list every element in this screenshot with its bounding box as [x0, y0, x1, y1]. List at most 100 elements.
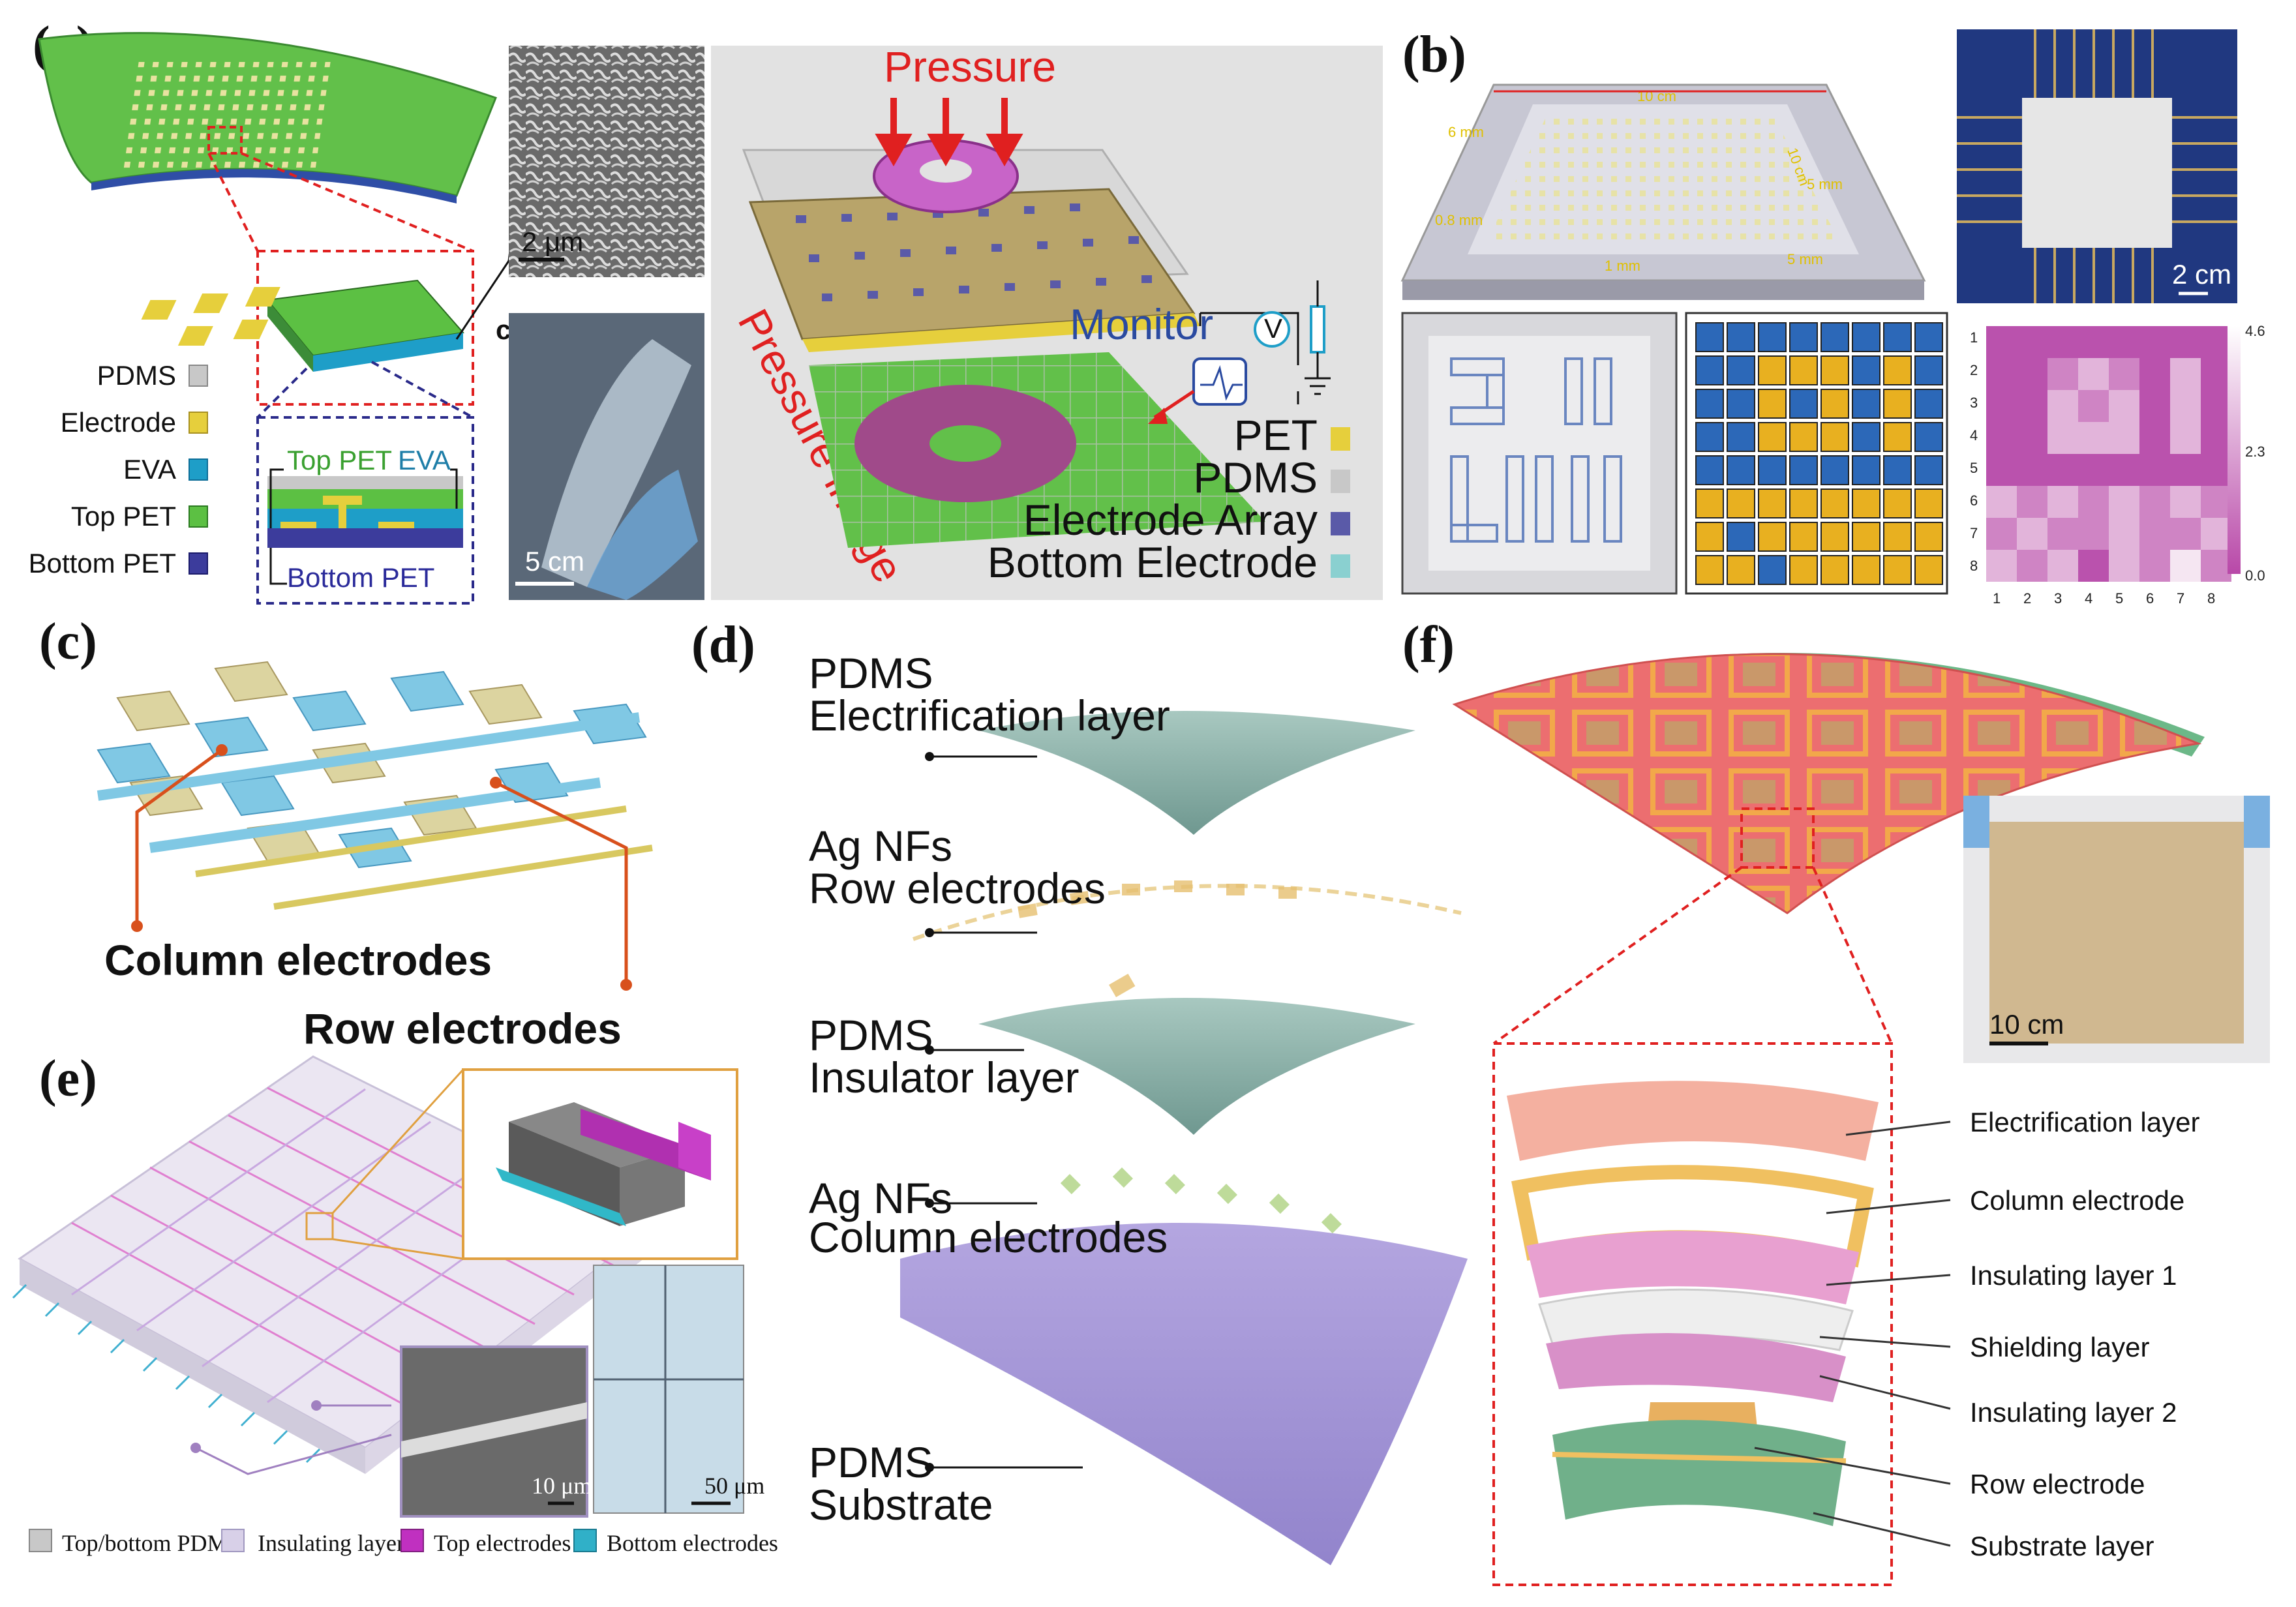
b-heatmap-cell [2078, 550, 2109, 582]
b-grid-cell [1789, 355, 1818, 385]
b-cbar-mid: 2.3 [2245, 443, 2265, 460]
b-grid-cell [1789, 389, 1818, 419]
b-col-8: 8 [2207, 590, 2215, 607]
a-sensor-dots [119, 62, 331, 173]
b-heatmap-cell [1986, 486, 2017, 518]
b-heatmap-cell [2201, 454, 2231, 486]
panel-a: (a) Top PE [29, 16, 1383, 605]
b-grid-cell [1883, 555, 1912, 585]
b-grid-cell [1695, 522, 1724, 552]
panel-f-label: (f) [1402, 616, 1455, 674]
panel-b-label: (b) [1402, 26, 1466, 83]
b-dim-1mm: 1 mm [1605, 258, 1640, 274]
b-heatmap-cell [2109, 550, 2139, 582]
f-label-insulating-2: Insulating layer 2 [1970, 1397, 2177, 1428]
e-legend-pdms: Top/bottom PDMS [62, 1530, 241, 1556]
a-photo-mark: c [496, 314, 511, 345]
b-heatmap-cell [2201, 486, 2231, 518]
b-grid-cell [1727, 389, 1755, 419]
b-heatmap-cell [2109, 358, 2139, 390]
a-top-pet-label: Top PET [287, 445, 392, 475]
a-zoom-marker [207, 126, 243, 155]
e-optical-image [593, 1265, 744, 1514]
d-electrification-layer [978, 711, 1415, 835]
b-grid-cell [1883, 488, 1912, 518]
b-grid-cell [1914, 522, 1943, 552]
b-heatmap-cell [2047, 422, 2078, 454]
f-label-row: Row electrode [1970, 1469, 2145, 1499]
f-label-substrate: Substrate layer [1970, 1531, 2154, 1561]
e-scale-50: 50 μm [704, 1473, 764, 1499]
b-grid-cell [1758, 389, 1787, 419]
b-heatmap-cell [2201, 358, 2231, 390]
b-heatmap-cell [2109, 518, 2139, 550]
b-heatmap-cell [2017, 486, 2047, 518]
d-layer-2-a: Ag NFs [809, 822, 952, 870]
b-heatmap-cell [2139, 454, 2170, 486]
b-heatmap-cell [2201, 326, 2231, 358]
b-grid-cell [1883, 522, 1912, 552]
b-heatmap-cell [2201, 550, 2231, 582]
b-grid-cell [1695, 422, 1724, 452]
b-grid-cell [1758, 455, 1787, 485]
b-row-1: 1 [1970, 329, 1978, 346]
b-heatmap-cell [2017, 518, 2047, 550]
b-heatmap-cell [2047, 390, 2078, 422]
panel-b: (b) 10 cm 10 cm 6 mm 0.8 mm 1 mm 5 mm 5 … [1400, 26, 2265, 607]
a-legend-electrode: Electrode [61, 407, 176, 438]
f-substrate [1552, 1420, 1846, 1526]
b-grid-cell [1789, 555, 1818, 585]
d-labels: PDMS Electrification layer Ag NFs Row el… [809, 649, 1170, 1529]
b-heatmap-cell [1986, 550, 2017, 582]
b-heatmap-cell [2047, 454, 2078, 486]
b-photo-scale: 2 cm [2172, 259, 2231, 290]
b-heatmap-rows: 1 2 3 4 5 6 7 8 [1970, 329, 1978, 574]
b-grid-cell [1820, 488, 1849, 518]
b-grid-cell [1758, 488, 1787, 518]
b-zjlab-pattern [1450, 357, 1622, 543]
a-mat-pet: PET [1234, 411, 1318, 459]
b-heatmap-cell [2078, 390, 2109, 422]
f-labels: Electrification layer Column electrode I… [1754, 1107, 2199, 1561]
b-grid-cell [1914, 422, 1943, 452]
f-exploded-box [1492, 1042, 1893, 1586]
b-grid-cell [1789, 488, 1818, 518]
a-bottom-pet-label: Bottom PET [287, 562, 434, 593]
d-layer-4-b: Column electrodes [809, 1213, 1168, 1261]
a-sem-image [509, 46, 704, 277]
b-colorbar [2228, 326, 2241, 574]
a-legend-pdms: PDMS [97, 360, 176, 391]
a-voltmeter-icon [1254, 311, 1290, 348]
b-grid-cell [1852, 422, 1881, 452]
b-heatmap-cell [2017, 454, 2047, 486]
b-heatmap-cell [1986, 358, 2017, 390]
a-mat-bottom-electrode: Bottom Electrode [988, 538, 1318, 586]
b-grid-cell [1852, 522, 1881, 552]
e-legend: Top/bottom PDMS Insulating layer Top ele… [29, 1529, 778, 1556]
d-layer-3-a: PDMS [809, 1011, 933, 1059]
b-grid-cell [1789, 522, 1818, 552]
b-heatmap-cell [2109, 486, 2139, 518]
d-layer-5-a: PDMS [809, 1438, 933, 1486]
b-grid-cell [1695, 322, 1724, 352]
b-heatmap-cell [2017, 358, 2047, 390]
b-heatmap-cols: 1 2 3 4 5 6 7 8 [1993, 590, 2215, 607]
e-legend-bottom: Bottom electrodes [607, 1530, 778, 1556]
b-heatmap-cell [1986, 326, 2017, 358]
b-heatmap-cell [2047, 518, 2078, 550]
f-label-column: Column electrode [1970, 1185, 2184, 1216]
b-row-8: 8 [1970, 558, 1978, 574]
b-grid-cell [1727, 488, 1755, 518]
b-grid-cell [1852, 455, 1881, 485]
b-heatmap-cell [2047, 550, 2078, 582]
b-grid-cell [1695, 455, 1724, 485]
e-scale-10: 10 μm [532, 1473, 592, 1499]
b-heatmap-cell [2017, 422, 2047, 454]
a-material-legend: PET PDMS Electrode Array Bottom Electrod… [988, 411, 1350, 586]
e-zoom-marker [305, 1212, 334, 1240]
b-grid-cell [1914, 488, 1943, 518]
b-grid-cell [1758, 555, 1787, 585]
f-photo-scale: 10 cm [1989, 1009, 2064, 1040]
b-grid-cell [1727, 322, 1755, 352]
